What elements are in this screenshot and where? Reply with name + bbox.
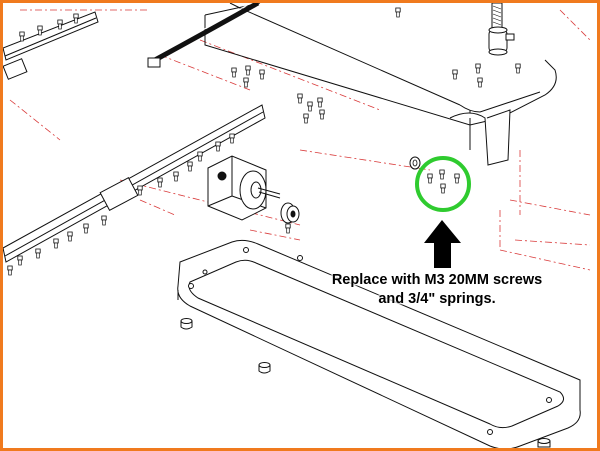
rubber-feet <box>180 318 551 448</box>
drive-belt <box>147 3 260 68</box>
top-plate <box>204 3 557 126</box>
stepper-motor <box>207 155 281 221</box>
linear-rail-upper <box>3 11 99 80</box>
leader-lines <box>9 9 591 271</box>
annotation-line-2: and 3/4" springs. <box>378 291 496 307</box>
lead-screw-coupler <box>488 3 515 56</box>
base-frame <box>177 239 581 448</box>
gt2-pulley <box>280 202 300 224</box>
pointer-arrow <box>424 220 461 268</box>
exploded-assembly-drawing <box>3 3 591 448</box>
side-bracket <box>449 109 511 166</box>
annotation-line-1: Replace with M3 20MM screws <box>331 272 543 288</box>
highlighted-screws <box>409 156 460 194</box>
linear-rail-lower <box>3 104 266 263</box>
highlight-circle <box>415 156 471 212</box>
annotation-text: Replace with M3 20MM screws and 3/4" spr… <box>303 271 571 309</box>
